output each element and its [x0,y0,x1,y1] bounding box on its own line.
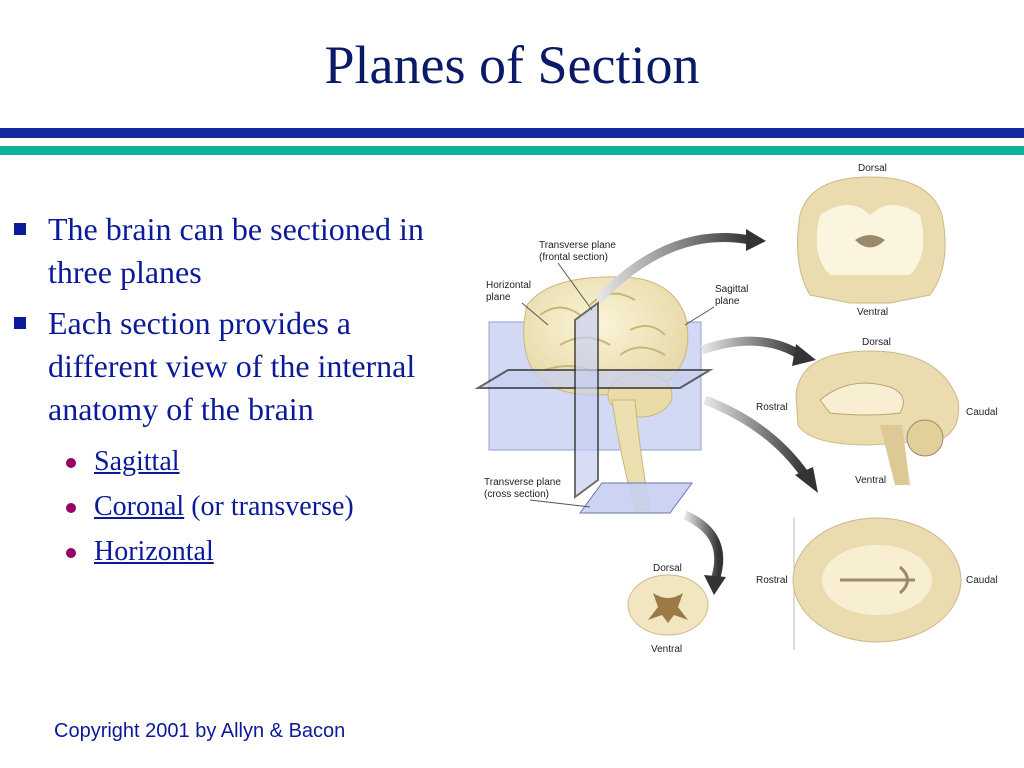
bullet-list: The brain can be sectioned in three plan… [12,208,452,574]
sagittal-dorsal-label: Dorsal [862,337,891,348]
spinal-ventral-label: Ventral [651,644,682,655]
horizontal-rostral-label: Rostral [756,575,788,586]
gray-matter-butterfly [648,593,688,623]
sagittal-cerebellum [906,419,944,457]
spinal-cord-section-image: Dorsal Ventral [627,563,709,655]
arrow-to-horizontal [703,395,809,478]
bullet-text: The brain can be sectioned in three plan… [48,211,424,290]
sub-bullet-suffix: (or transverse) [184,491,354,522]
dot-bullet-icon [66,458,76,468]
brain-3d-diagram [474,276,714,514]
sagittal-ventral-label: Ventral [855,475,886,486]
coronal-dorsal-label: Dorsal [858,163,887,174]
bullet-item: Each section provides a different view o… [12,302,452,431]
dot-bullet-icon [66,503,76,513]
arrow-to-sagittal [700,336,803,359]
sub-bullet-item: Sagittal [12,439,452,484]
horizontal-link[interactable]: Horizontal [94,536,214,567]
bullet-text: Each section provides a different view o… [48,305,416,427]
label-frontal-section: (frontal section) [539,252,608,263]
coronal-ventral-label: Ventral [857,307,888,318]
dot-bullet-icon [66,548,76,558]
transverse-plane-shape [574,301,599,499]
bullet-item: The brain can be sectioned in three plan… [12,208,452,294]
brain-planes-figure: Transverse plane (frontal section) Horiz… [474,163,998,655]
sagittal-link[interactable]: Sagittal [94,446,180,477]
label-transverse-plane: Transverse plane [539,240,616,251]
divider-teal [0,146,1024,155]
sagittal-caudal-label: Caudal [966,407,998,418]
label-horizontal-plane: plane [486,292,511,303]
sub-bullet-item: Coronal (or transverse) [12,484,452,529]
coronal-section-image: Dorsal Ventral [797,163,946,318]
arrow-to-spinal [683,510,724,582]
label-horizontal: Horizontal [486,280,531,291]
spinal-dorsal-label: Dorsal [653,563,682,574]
arrow-to-coronal [594,233,751,304]
sagittal-rostral-label: Rostral [756,402,788,413]
copyright-notice: Copyright 2001 by Allyn & Bacon [54,720,346,742]
square-bullet-icon [14,317,26,329]
label-sagittal: Sagittal [715,284,748,295]
leader-lines [521,262,715,508]
label-cross-section: (cross section) [484,489,549,500]
sub-bullet-item: Horizontal [12,529,452,574]
label-transverse-plane-cross: Transverse plane [484,477,561,488]
coronal-link[interactable]: Coronal [94,491,185,522]
square-bullet-icon [14,223,26,235]
horizontal-caudal-label: Caudal [966,575,998,586]
horizontal-section-image: Rostral Caudal [756,517,998,650]
sagittal-section-image: Dorsal Rostral Caudal Ventral [756,337,998,486]
divider-blue [0,128,1024,138]
label-sagittal-plane: plane [715,296,740,307]
cross-section-plane-shape [579,482,693,514]
slide-title: Planes of Section [324,35,700,95]
